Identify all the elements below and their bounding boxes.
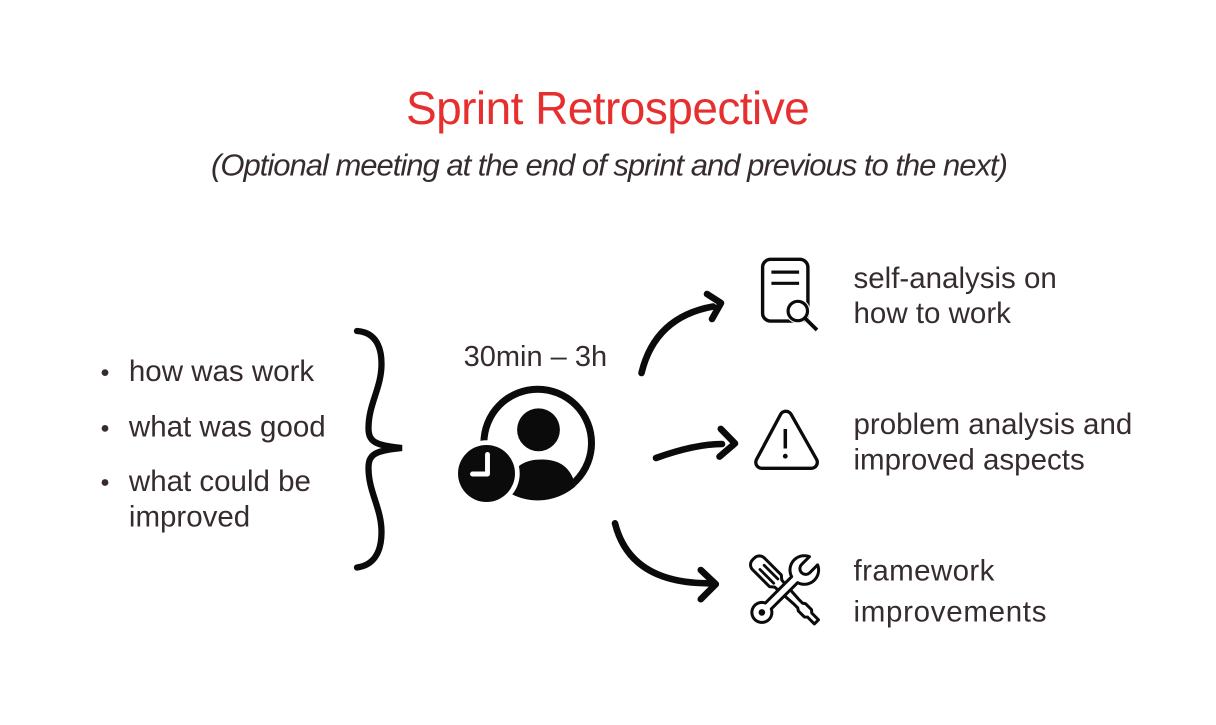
svg-text:what could be: what could be (128, 465, 311, 498)
svg-text:framework: framework (854, 555, 995, 588)
svg-text:self-analysis on: self-analysis on (854, 262, 1057, 295)
svg-text:improved: improved (129, 501, 250, 534)
svg-text:how to work: how to work (854, 297, 1012, 330)
svg-text:improved aspects: improved aspects (854, 444, 1085, 477)
svg-text:problem analysis and: problem analysis and (854, 408, 1133, 441)
svg-text:(Optional meeting at the end o: (Optional meeting at the end of sprint a… (211, 148, 1007, 183)
svg-text:how was work: how was work (129, 355, 315, 388)
svg-text:30min – 3h: 30min – 3h (464, 341, 607, 373)
svg-text:Sprint Retrospective: Sprint Retrospective (406, 82, 809, 134)
svg-text:what was good: what was good (128, 411, 326, 444)
svg-text:improvements: improvements (854, 596, 1048, 629)
